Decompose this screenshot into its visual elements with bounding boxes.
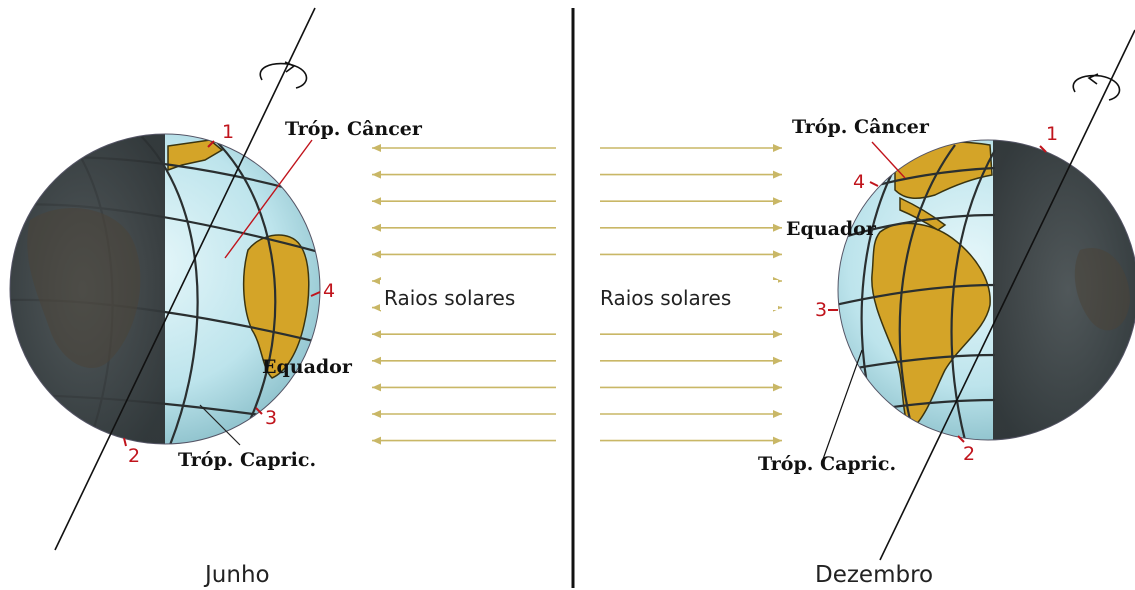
right-equator-label: Equador bbox=[786, 218, 877, 240]
right-sun-ray-arrowhead bbox=[773, 144, 782, 152]
right-tropic-capricorn-label: Tróp. Capric. bbox=[758, 453, 896, 475]
right-rotation-arrow-icon bbox=[1073, 76, 1119, 100]
left-globe: Tróp. Câncer Equador Tróp. Capric. 1 2 3… bbox=[0, 8, 423, 588]
right-sun-ray-arrowhead bbox=[773, 250, 782, 258]
right-sun-ray-arrowhead bbox=[773, 224, 782, 232]
left-rotation-arrow-icon bbox=[260, 64, 306, 88]
left-sun-ray-arrowhead bbox=[372, 144, 381, 152]
left-rays-label: Raios solares bbox=[384, 286, 515, 310]
right-marker-1: 1 bbox=[1046, 123, 1058, 145]
left-sun-ray-arrowhead bbox=[372, 171, 381, 179]
right-sun-ray-arrowhead bbox=[773, 171, 782, 179]
left-tropic-capricorn-label: Tróp. Capric. bbox=[178, 449, 316, 471]
right-sun-ray-arrowhead bbox=[773, 410, 782, 418]
left-marker-2: 2 bbox=[128, 445, 140, 467]
right-tropic-cancer-label: Tróp. Câncer bbox=[792, 116, 930, 138]
left-sun-ray-arrowhead bbox=[372, 224, 381, 232]
right-sun-ray-arrowhead bbox=[773, 330, 782, 338]
right-rays-label: Raios solares bbox=[600, 286, 731, 310]
right-globe: Tróp. Câncer Equador Tróp. Capric. 1 2 3… bbox=[758, 30, 1135, 588]
left-equator-label: Equador bbox=[262, 356, 353, 378]
left-month-label: Junho bbox=[203, 562, 270, 588]
right-month-label: Dezembro bbox=[815, 562, 933, 588]
right-marker-2: 2 bbox=[963, 443, 975, 465]
left-sun-ray-arrowhead bbox=[372, 437, 381, 445]
left-sun-ray-arrowhead bbox=[372, 250, 381, 258]
right-sun-ray-arrowhead bbox=[773, 437, 782, 445]
right-sun-ray-arrowhead bbox=[773, 357, 782, 365]
right-marker-4: 4 bbox=[853, 171, 865, 193]
right-sun-ray-arrowhead bbox=[773, 197, 782, 205]
right-cancer-pointer bbox=[872, 142, 905, 178]
left-sun-ray-arrowhead bbox=[372, 330, 381, 338]
right-marker-tick-4 bbox=[870, 182, 878, 186]
left-marker-4: 4 bbox=[323, 280, 335, 302]
right-capricorn-pointer bbox=[822, 350, 862, 462]
left-sun-ray-arrowhead bbox=[372, 277, 381, 285]
right-sun-ray-arrowhead bbox=[773, 383, 782, 391]
left-sun-ray-arrowhead bbox=[372, 197, 381, 205]
left-marker-1: 1 bbox=[222, 121, 234, 143]
right-marker-3: 3 bbox=[815, 299, 827, 321]
left-sun-ray-arrowhead bbox=[372, 357, 381, 365]
left-sun-ray-arrowhead bbox=[372, 410, 381, 418]
left-sun-ray-arrowhead bbox=[372, 383, 381, 391]
left-tropic-cancer-label: Tróp. Câncer bbox=[285, 118, 423, 140]
left-sun-ray-arrowhead bbox=[372, 304, 381, 312]
left-marker-3: 3 bbox=[265, 407, 277, 429]
